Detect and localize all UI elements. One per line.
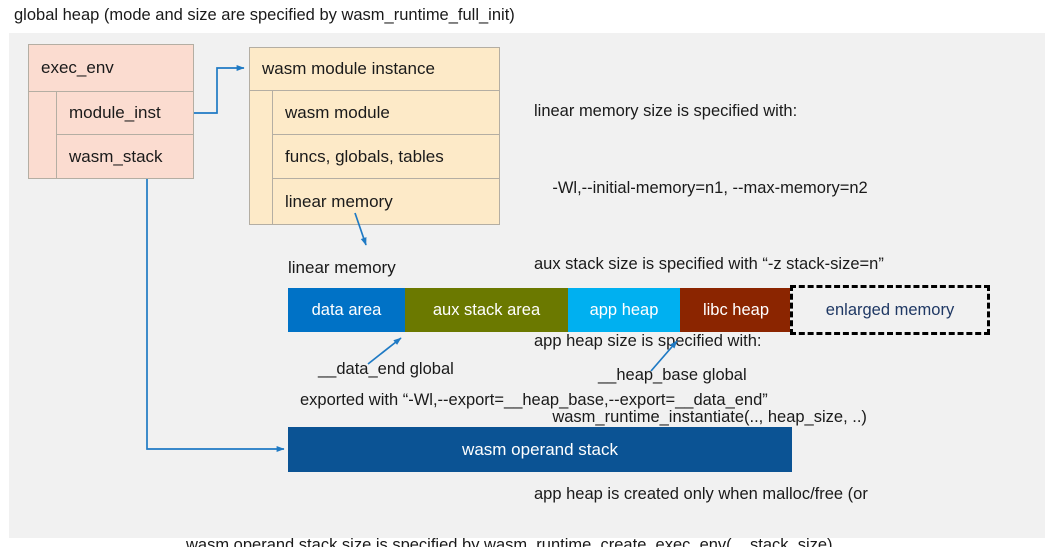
- exec-env-field-module-inst-label: module_inst: [69, 103, 161, 122]
- page-title: global heap (mode and size are specified…: [14, 6, 515, 24]
- exec-env-field-wasm-stack: wasm_stack: [56, 134, 194, 179]
- memory-config-notes: linear memory size is specified with: -W…: [534, 48, 884, 547]
- note-line-1: -Wl,--initial-memory=n1, --max-memory=n2: [534, 178, 868, 197]
- module-instance-field-wasm-module: wasm module: [272, 90, 500, 135]
- wasm-operand-stack-box: wasm operand stack: [288, 427, 792, 472]
- linear-memory-bar-label: linear memory: [288, 258, 396, 277]
- exec-env-field-wasm-stack-label: wasm_stack: [69, 146, 163, 166]
- module-instance-header: wasm module instance: [249, 47, 500, 91]
- module-instance-field-funcs-globals-tables-label: funcs, globals, tables: [285, 146, 444, 166]
- memory-segment-data-area: data area: [288, 288, 405, 332]
- memory-segment-app-heap-label: app heap: [589, 300, 659, 319]
- exec-env-header-label: exec_env: [41, 58, 114, 77]
- memory-segment-enlarged-memory-label: enlarged memory: [825, 300, 955, 319]
- note-line-0: linear memory size is specified with:: [534, 102, 798, 120]
- module-instance-field-linear-memory: linear memory: [272, 178, 500, 225]
- module-instance-field-linear-memory-label: linear memory: [285, 191, 393, 211]
- memory-segment-app-heap: app heap: [568, 288, 680, 332]
- memory-segment-data-area-label: data area: [311, 300, 382, 319]
- note-line-2: aux stack size is specified with “-z sta…: [534, 255, 884, 273]
- module-instance-header-label: wasm module instance: [262, 59, 435, 78]
- module-instance-field-funcs-globals-tables: funcs, globals, tables: [272, 134, 500, 179]
- memory-segment-libc-heap: libc heap: [680, 288, 792, 332]
- note-line-5: app heap is created only when malloc/fre…: [534, 484, 868, 503]
- memory-segment-aux-stack-area-label: aux stack area: [432, 300, 541, 319]
- annotation-data-end: __data_end global: [318, 360, 454, 378]
- note-line-4: wasm_runtime_instantiate(.., heap_size, …: [534, 408, 867, 426]
- memory-segment-enlarged-memory: enlarged memory: [790, 285, 990, 335]
- exec-env-field-module-inst: module_inst: [56, 91, 194, 135]
- module-instance-field-wasm-module-label: wasm module: [285, 102, 390, 122]
- exec-env-header: exec_env: [28, 44, 194, 92]
- operand-stack-caption-line-0: wasm operand stack size is specified by …: [186, 536, 833, 547]
- wasm-operand-stack-label: wasm operand stack: [462, 439, 618, 459]
- memory-segment-aux-stack-area: aux stack area: [405, 288, 568, 332]
- annotation-heap-base: __heap_base global: [598, 366, 747, 384]
- annotation-exported-with: exported with “-Wl,--export=__heap_base,…: [300, 391, 768, 409]
- operand-stack-caption: wasm operand stack size is specified by …: [186, 482, 833, 547]
- memory-segment-libc-heap-label: libc heap: [702, 300, 770, 319]
